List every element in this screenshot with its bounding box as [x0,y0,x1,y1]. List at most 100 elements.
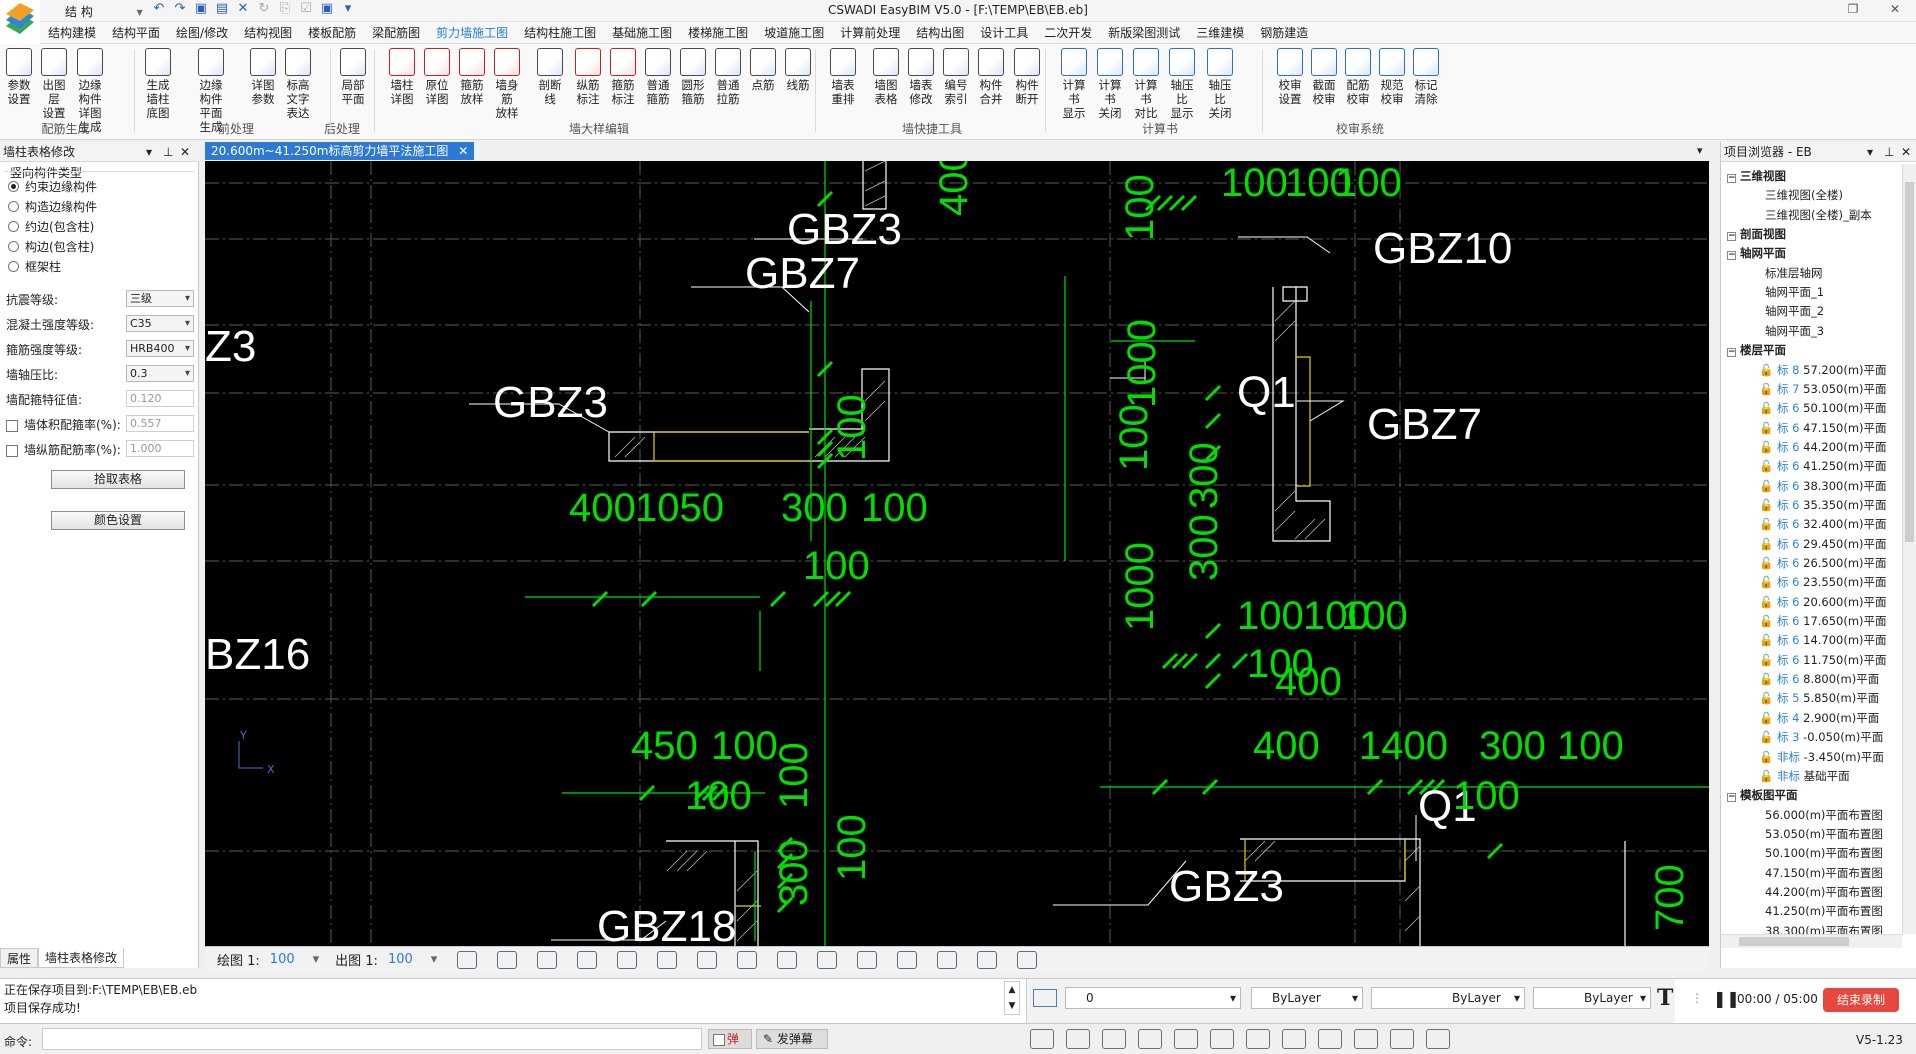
ribbon-button[interactable]: 配筋校审 [1341,48,1375,106]
tree-item[interactable]: 🔓 标 6 8.800(m)平面 [1759,671,1879,687]
document-tab[interactable]: 20.600m~41.250m标高剪力墙平法施工图 ✕ [205,142,475,160]
send-danmu-button[interactable]: ✎ 发弹幕 [756,1029,828,1049]
tree-item[interactable]: 🔓 标 6 44.200(m)平面 [1759,439,1887,455]
tree-item[interactable]: 🔓 标 6 26.500(m)平面 [1759,555,1887,571]
tree-item[interactable]: 🔓 标 6 41.250(m)平面 [1759,458,1887,474]
ribbon-button[interactable]: 计算书关闭 [1093,48,1127,120]
tree-item[interactable]: 🔓 标 6 14.700(m)平面 [1759,632,1887,648]
menu-item[interactable]: 钢筋建造 [1260,25,1309,40]
tree-item[interactable]: 轴网平面_2 [1759,303,1824,319]
tree-item[interactable]: 🔓 标 7 53.050(m)平面 [1759,381,1887,397]
chevron-down-icon[interactable]: ▾ [1867,145,1874,159]
close-icon[interactable]: ✕ [1889,2,1901,16]
menu-item[interactable]: 三维建模 [1196,25,1245,40]
hierarchy-icon[interactable] [1102,1029,1126,1049]
draw-scale-value[interactable]: 100 [269,952,295,967]
tree-item[interactable]: −轴网平面 [1727,245,1786,261]
menu-item[interactable]: 新版梁图测试 [1108,25,1181,40]
stop-recording-button[interactable]: 结束录制 [1823,988,1899,1012]
tree-item[interactable]: 🔓 标 4 2.900(m)平面 [1759,710,1879,726]
close-icon[interactable]: ✕ [1901,145,1912,159]
field-select[interactable]: 三级 [126,290,194,307]
dropdown-icon[interactable]: ▾ [344,1,352,16]
collapse-icon[interactable]: − [1727,250,1736,261]
tree-item[interactable]: 标准层轴网 [1759,265,1823,281]
ribbon-button[interactable]: 生成墙柱底图 [141,48,175,120]
lineweight-select[interactable]: ByLayer▾ [1533,987,1651,1009]
field-select[interactable]: HRB400 [126,340,194,357]
tree-item[interactable]: 47.150(m)平面布置图 [1759,865,1883,881]
tab-properties[interactable]: 属性 [0,948,39,968]
tree-item[interactable]: 🔓 标 6 20.600(m)平面 [1759,594,1887,610]
ribbon-button[interactable]: 普通拉筋 [711,48,745,106]
menu-item[interactable]: 楼梯施工图 [688,25,749,40]
tree-item[interactable]: 38.300(m)平面布置图 [1759,923,1883,934]
tree-item[interactable]: 🔓 标 6 23.550(m)平面 [1759,574,1887,590]
tree-item[interactable]: 🔓 标 3 -0.050(m)平面 [1759,729,1883,745]
tree-item[interactable]: 🔓 标 6 11.750(m)平面 [1759,652,1887,668]
hide-icon[interactable] [457,950,478,969]
tree-item[interactable]: 🔓 标 6 35.350(m)平面 [1759,497,1887,513]
layer-manager-icon[interactable] [1033,989,1057,1007]
collapse-icon[interactable]: − [1727,173,1736,183]
ribbon-button[interactable]: 标高文字表达 [281,48,315,120]
ribbon-button[interactable]: 边缘构件平面生成 [194,48,228,134]
field-input[interactable]: 1.000 [126,440,194,457]
ribbon-button[interactable]: 计算书对比 [1129,48,1163,120]
refresh-icon[interactable]: ↻ [258,1,270,16]
component-type-radio[interactable]: 约边(包含柱) [8,218,94,235]
tree-item[interactable]: 🔓 标 6 29.450(m)平面 [1759,536,1887,552]
ribbon-button[interactable]: 参数设置 [2,48,36,106]
tree-item[interactable]: 🔓 标 5 5.850(m)平面 [1759,690,1879,706]
ribbon-button[interactable]: 标记清除 [1409,48,1443,106]
ribbon-button[interactable]: 墙身筋放样 [490,48,524,120]
tree-item[interactable]: −模板图平面 [1727,787,1798,803]
tree-item[interactable]: 56.000(m)平面布置图 [1759,807,1883,823]
menu-item[interactable]: 结构柱施工图 [524,25,597,40]
tree-hscrollbar[interactable] [1721,934,1902,948]
ribbon-button[interactable]: 轴压比显示 [1165,48,1199,120]
pause-icon[interactable]: ❚❚ [1713,989,1740,1008]
rotate-icon[interactable] [1138,1029,1162,1049]
save-as-icon[interactable]: ▤ [215,1,229,16]
field-input[interactable]: 0.120 [126,390,194,407]
layer-line-icon[interactable] [857,950,878,969]
ribbon-button[interactable]: 线筋 [781,48,815,92]
ribbon-button[interactable]: 箍筋放样 [455,48,489,106]
component-type-radio[interactable]: 构边(包含柱) [8,238,94,255]
tree-item[interactable]: −三维视图 [1727,168,1786,184]
print-icon[interactable] [1426,1029,1450,1049]
ribbon-button[interactable]: 详图参数 [246,48,280,106]
tree-item[interactable]: 三维视图(全楼) [1759,187,1843,203]
menu-item[interactable]: 梁配筋图 [372,25,421,40]
component-type-radio[interactable]: 框架柱 [8,258,61,275]
menu-item[interactable]: 结构视图 [244,25,293,40]
ribbon-button[interactable]: 墙表重排 [826,48,860,106]
menu-item[interactable]: 绘图/修改 [176,25,229,40]
tree-item[interactable]: 🔓 非标 基础平面 [1759,768,1850,784]
layer-select[interactable]: 0▾ [1065,987,1241,1009]
field-input[interactable]: 0.557 [126,415,194,432]
ribbon-button[interactable]: 编号索引 [939,48,973,106]
ribbon-button[interactable]: 纵筋标注 [571,48,605,106]
field-select[interactable]: C35 [126,315,194,332]
close-icon[interactable]: ✕ [458,144,469,158]
list-icon[interactable] [1210,1029,1234,1049]
window-cascade-icon[interactable] [977,950,998,969]
history-scroll[interactable]: ▲▼ [1004,981,1020,1015]
ribbon-button[interactable]: 墙柱详图 [385,48,419,106]
ribbon-button[interactable]: 边缘构件详图生成 [73,48,107,134]
ribbon-button[interactable]: 点筋 [746,48,780,92]
collapse-icon[interactable]: − [1727,792,1736,803]
drag-handle-icon[interactable]: ⋮ [1691,991,1703,1005]
ribbon-button[interactable]: 原位详图 [420,48,454,106]
danmu-toggle[interactable]: 弹 [708,1029,752,1049]
tree-item[interactable]: 53.050(m)平面布置图 [1759,826,1883,842]
layers-icon[interactable] [1066,1029,1090,1049]
filter-icon[interactable] [937,950,958,969]
field-checkbox[interactable] [6,419,18,432]
save-icon[interactable]: ▣ [194,1,208,16]
ribbon-button[interactable]: 局部平面 [336,48,370,106]
color-drop-icon[interactable] [617,950,638,969]
redo-icon[interactable]: ↷ [174,1,186,16]
